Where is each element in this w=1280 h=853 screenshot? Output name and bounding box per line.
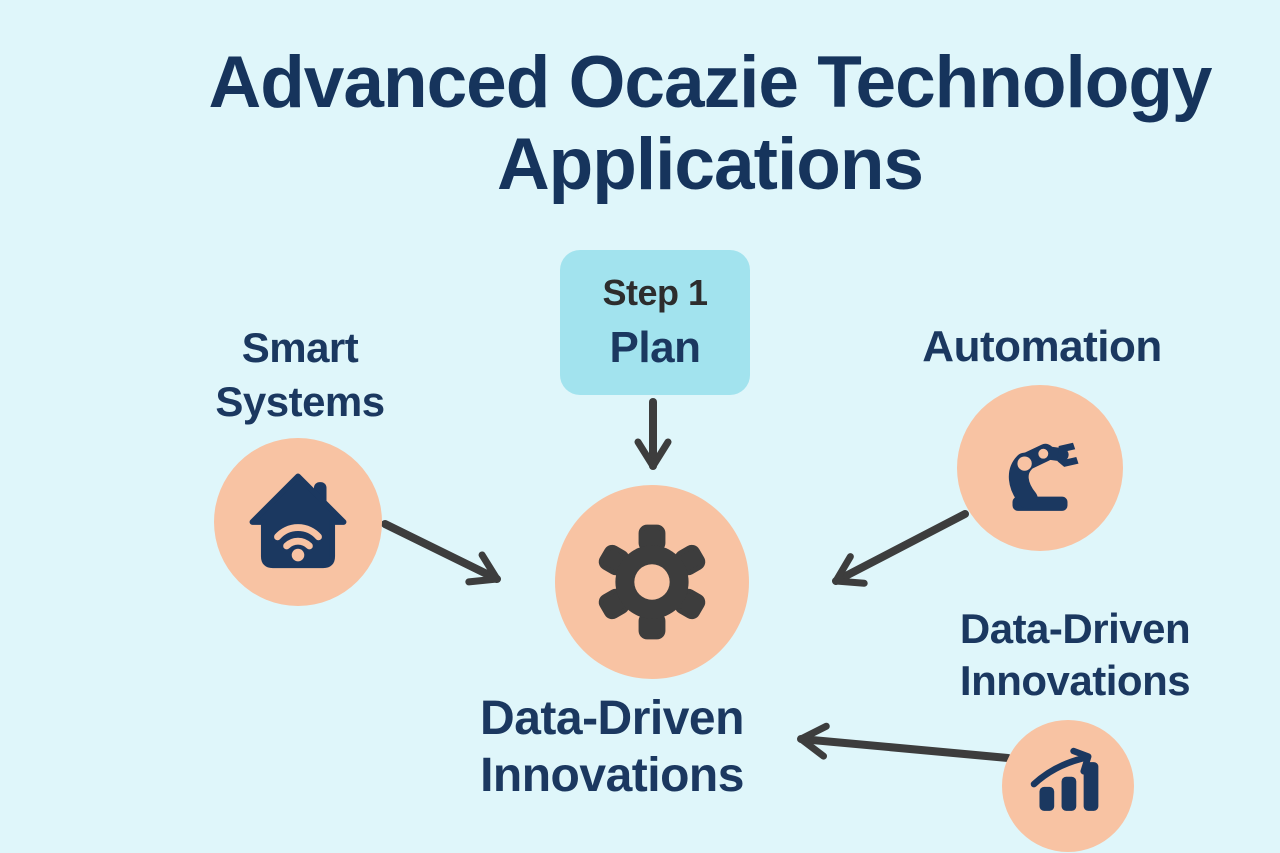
data-driven-center-label: Data-Driven Innovations [462,690,762,804]
step-name-label: Plan [609,323,701,372]
automation-label-text: Automation [922,322,1162,371]
smart-home-wifi-icon [249,473,347,569]
growth-chart-circle [1002,720,1134,852]
data-driven-right-line1: Data-Driven [959,605,1191,652]
smart-systems-circle [214,438,382,606]
gear-icon [598,524,706,640]
arrow-smart-to-hub [381,520,501,586]
hub-circle [555,485,749,679]
data-driven-right-label: Data-Driven Innovations [925,603,1225,707]
step-card: Step 1 Plan [560,250,750,395]
smart-systems-label: Smart Systems [170,321,430,429]
data-driven-center-line1: Data-Driven [480,692,744,745]
data-driven-right-line2: Innovations [959,657,1191,704]
smart-systems-label-line2: Systems [215,378,385,425]
step-number-label: Step 1 [602,272,708,313]
growth-chart-icon [1030,747,1099,811]
page-title-line2: Applications [496,124,924,205]
arrow-automation-to-hub [832,510,969,587]
robot-arm-icon [1008,442,1079,511]
automation-label: Automation [892,322,1192,372]
page-title: Advanced Ocazie Technology Applications [80,42,1280,206]
smart-systems-label-line1: Smart [241,324,359,371]
arrow-chart-to-data-label [797,722,1012,762]
automation-circle [957,385,1123,551]
page-title-line1: Advanced Ocazie Technology [208,42,1212,123]
data-driven-center-line2: Innovations [480,749,744,802]
